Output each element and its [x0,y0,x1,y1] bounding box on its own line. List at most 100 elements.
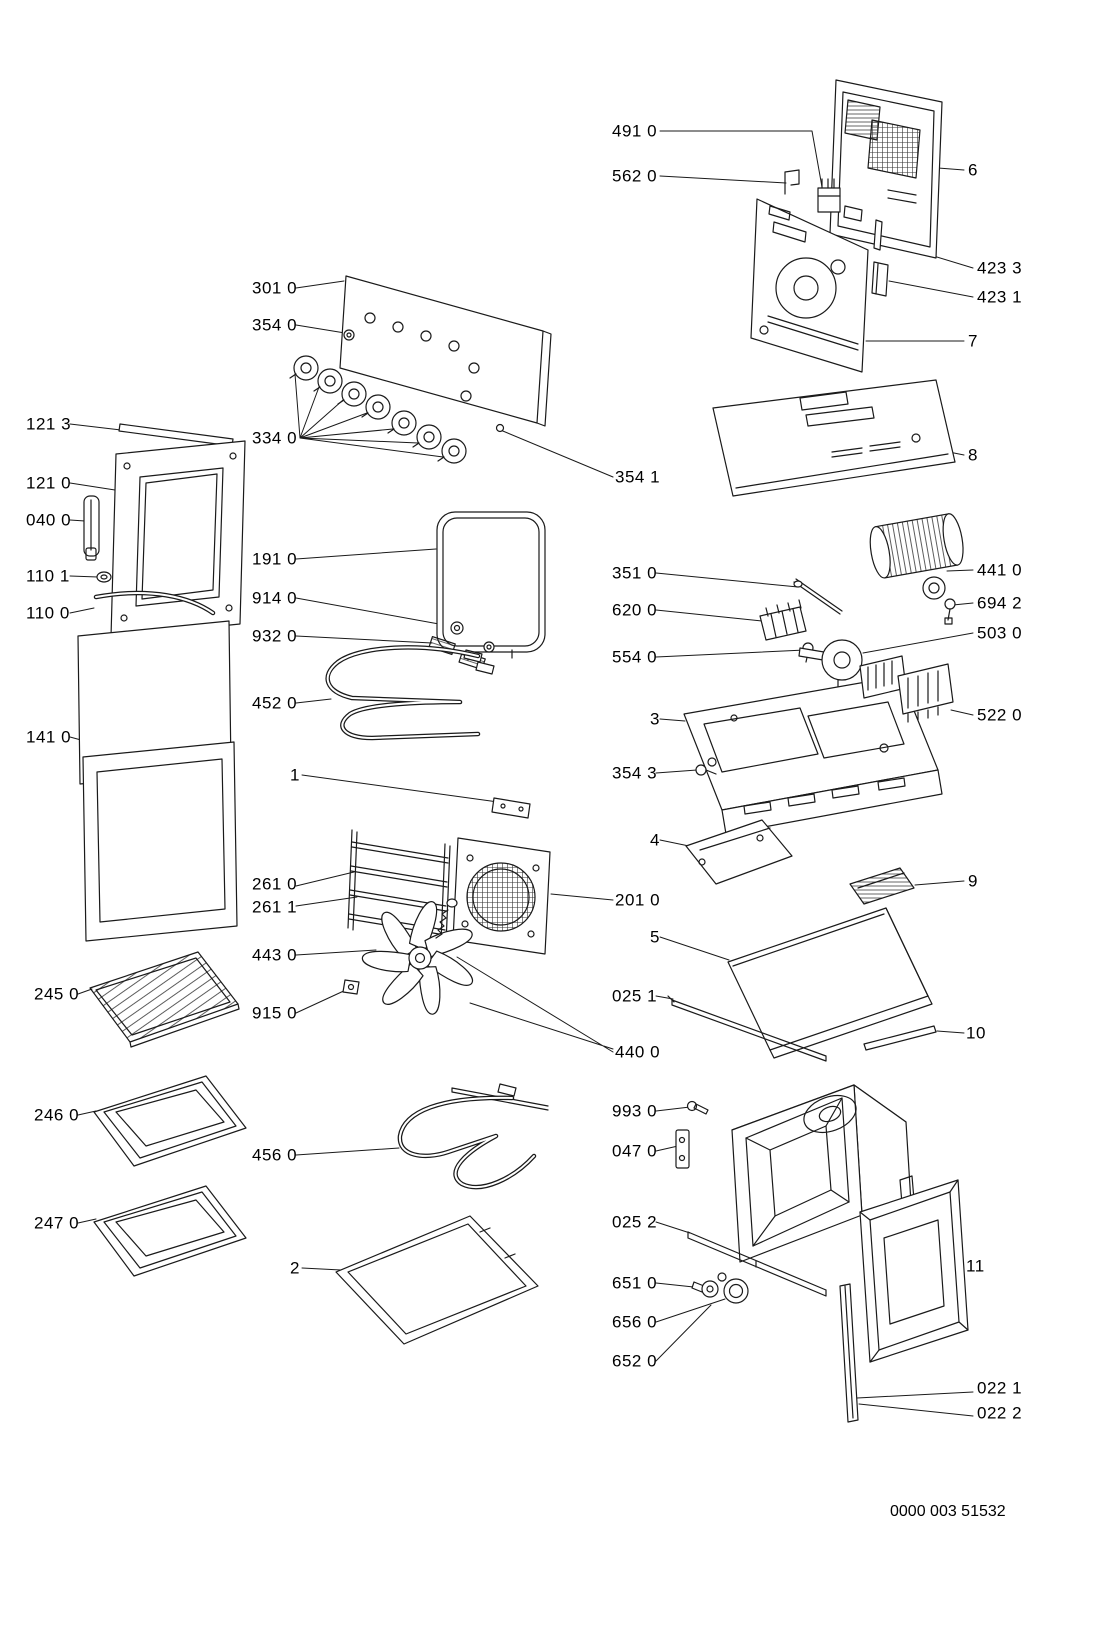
part-label-423-3: 423 3 [977,258,1023,278]
part-label-261-0: 261 0 [252,874,298,894]
eyelet-110-1 [96,571,112,583]
part-label-261-1: 261 1 [252,897,298,917]
grill-heating-element [325,645,495,741]
terminal-block-620 [759,599,807,641]
screw-354-3 [695,764,717,776]
door-latch-040 [83,495,100,561]
baking-tray-246 [93,1075,247,1167]
part-label-110-1: 110 1 [26,566,70,586]
part-label-201-0: 201 0 [615,890,661,910]
rear-panel [750,198,869,373]
part-label-354-0: 354 0 [252,315,298,335]
door-glass-panels [77,620,238,942]
pin-423-3 [873,219,883,251]
control-panel [339,275,552,427]
part-label-141-0: 141 0 [26,727,72,747]
part-label-452-0: 452 0 [252,693,298,713]
fan-cover-201 [452,837,551,955]
part-label-6: 6 [968,160,978,180]
part-label-121-3: 121 3 [26,414,72,434]
part-label-914-0: 914 0 [252,588,298,608]
rod-025-1 [667,995,827,1062]
deep-tray-247 [93,1185,247,1277]
shelf-panel-5 [727,907,933,1059]
part-label-301-0: 301 0 [252,278,298,298]
part-label-040-0: 040 0 [26,510,72,530]
fan-heater [869,513,964,600]
thermostat-491 [817,178,841,213]
part-label-620-0: 620 0 [612,600,658,620]
fan-shaft-spring [435,898,458,939]
part-label-652-0: 652 0 [612,1351,658,1371]
part-label-022-1: 022 1 [977,1378,1023,1398]
leader-lines [69,130,974,1417]
bracket-4 [685,819,793,885]
bracket-562 [784,169,800,195]
panel-screw-354-0 [343,329,355,341]
part-label-4: 4 [650,830,660,850]
part-label-503-0: 503 0 [977,623,1023,643]
plug-694-2 [944,598,956,625]
screw-993 [686,1100,709,1115]
bracket-9 [849,867,915,905]
part-label-191-0: 191 0 [252,549,298,569]
part-label-915-0: 915 0 [252,1003,298,1023]
knob-parts [691,1272,749,1304]
part-label-025-1: 025 1 [612,986,658,1006]
part-label-562-0: 562 0 [612,166,658,186]
outer-door-panel-11 [859,1179,969,1363]
part-label-121-0: 121 0 [26,473,72,493]
part-label-456-0: 456 0 [252,1145,298,1165]
stick-10 [863,1025,937,1051]
nut-914 [450,621,495,653]
part-label-9: 9 [968,871,978,891]
clip-423-1 [871,261,889,297]
part-label-025-2: 025 2 [612,1212,658,1232]
part-label-247-0: 247 0 [34,1213,80,1233]
part-label-554-0: 554 0 [612,647,658,667]
part-label-10: 10 [966,1023,986,1043]
part-label-441-0: 441 0 [977,560,1023,580]
fan-blade-443 [359,899,475,1017]
part-label-491-0: 491 0 [612,121,658,141]
bottom-panel-2 [335,1215,539,1345]
part-label-7: 7 [968,331,978,351]
bracket-047 [675,1129,690,1169]
part-label-5: 5 [650,927,660,947]
doc-number: 0000 003 51532 [890,1503,1006,1520]
part-label-443-0: 443 0 [252,945,298,965]
door-gasket [436,511,546,661]
part-label-354-3: 354 3 [612,763,658,783]
part-label-656-0: 656 0 [612,1312,658,1332]
trim-strip-022 [839,1283,859,1423]
part-label-351-0: 351 0 [612,563,658,583]
back-vent-panel [829,79,943,259]
grill-rack-245 [89,951,240,1048]
part-label-022-2: 022 2 [977,1403,1023,1423]
control-modules-522 [859,655,954,723]
part-label-354-1: 354 1 [615,467,661,487]
part-label-2: 2 [290,1258,300,1278]
part-label-8: 8 [968,445,978,465]
part-label-334-0: 334 0 [252,428,298,448]
part-label-522-0: 522 0 [977,705,1023,725]
part-label-11: 11 [966,1256,985,1276]
bottom-cover [712,379,956,497]
part-label-1: 1 [290,765,300,785]
part-label-047-0: 047 0 [612,1141,658,1161]
part-label-110-0: 110 0 [26,603,70,623]
lower-heating-element [397,1083,549,1190]
nut-915 [342,979,360,995]
part-label-651-0: 651 0 [612,1273,658,1293]
panel-screw-354-1 [495,423,505,433]
part-label-245-0: 245 0 [34,984,80,1004]
motor-503 [798,639,863,693]
part-label-993-0: 993 0 [612,1101,658,1121]
control-knobs [289,355,467,464]
part-label-423-1: 423 1 [977,287,1023,307]
part-label-440-0: 440 0 [615,1042,661,1062]
strip-025-2 [687,1231,827,1297]
